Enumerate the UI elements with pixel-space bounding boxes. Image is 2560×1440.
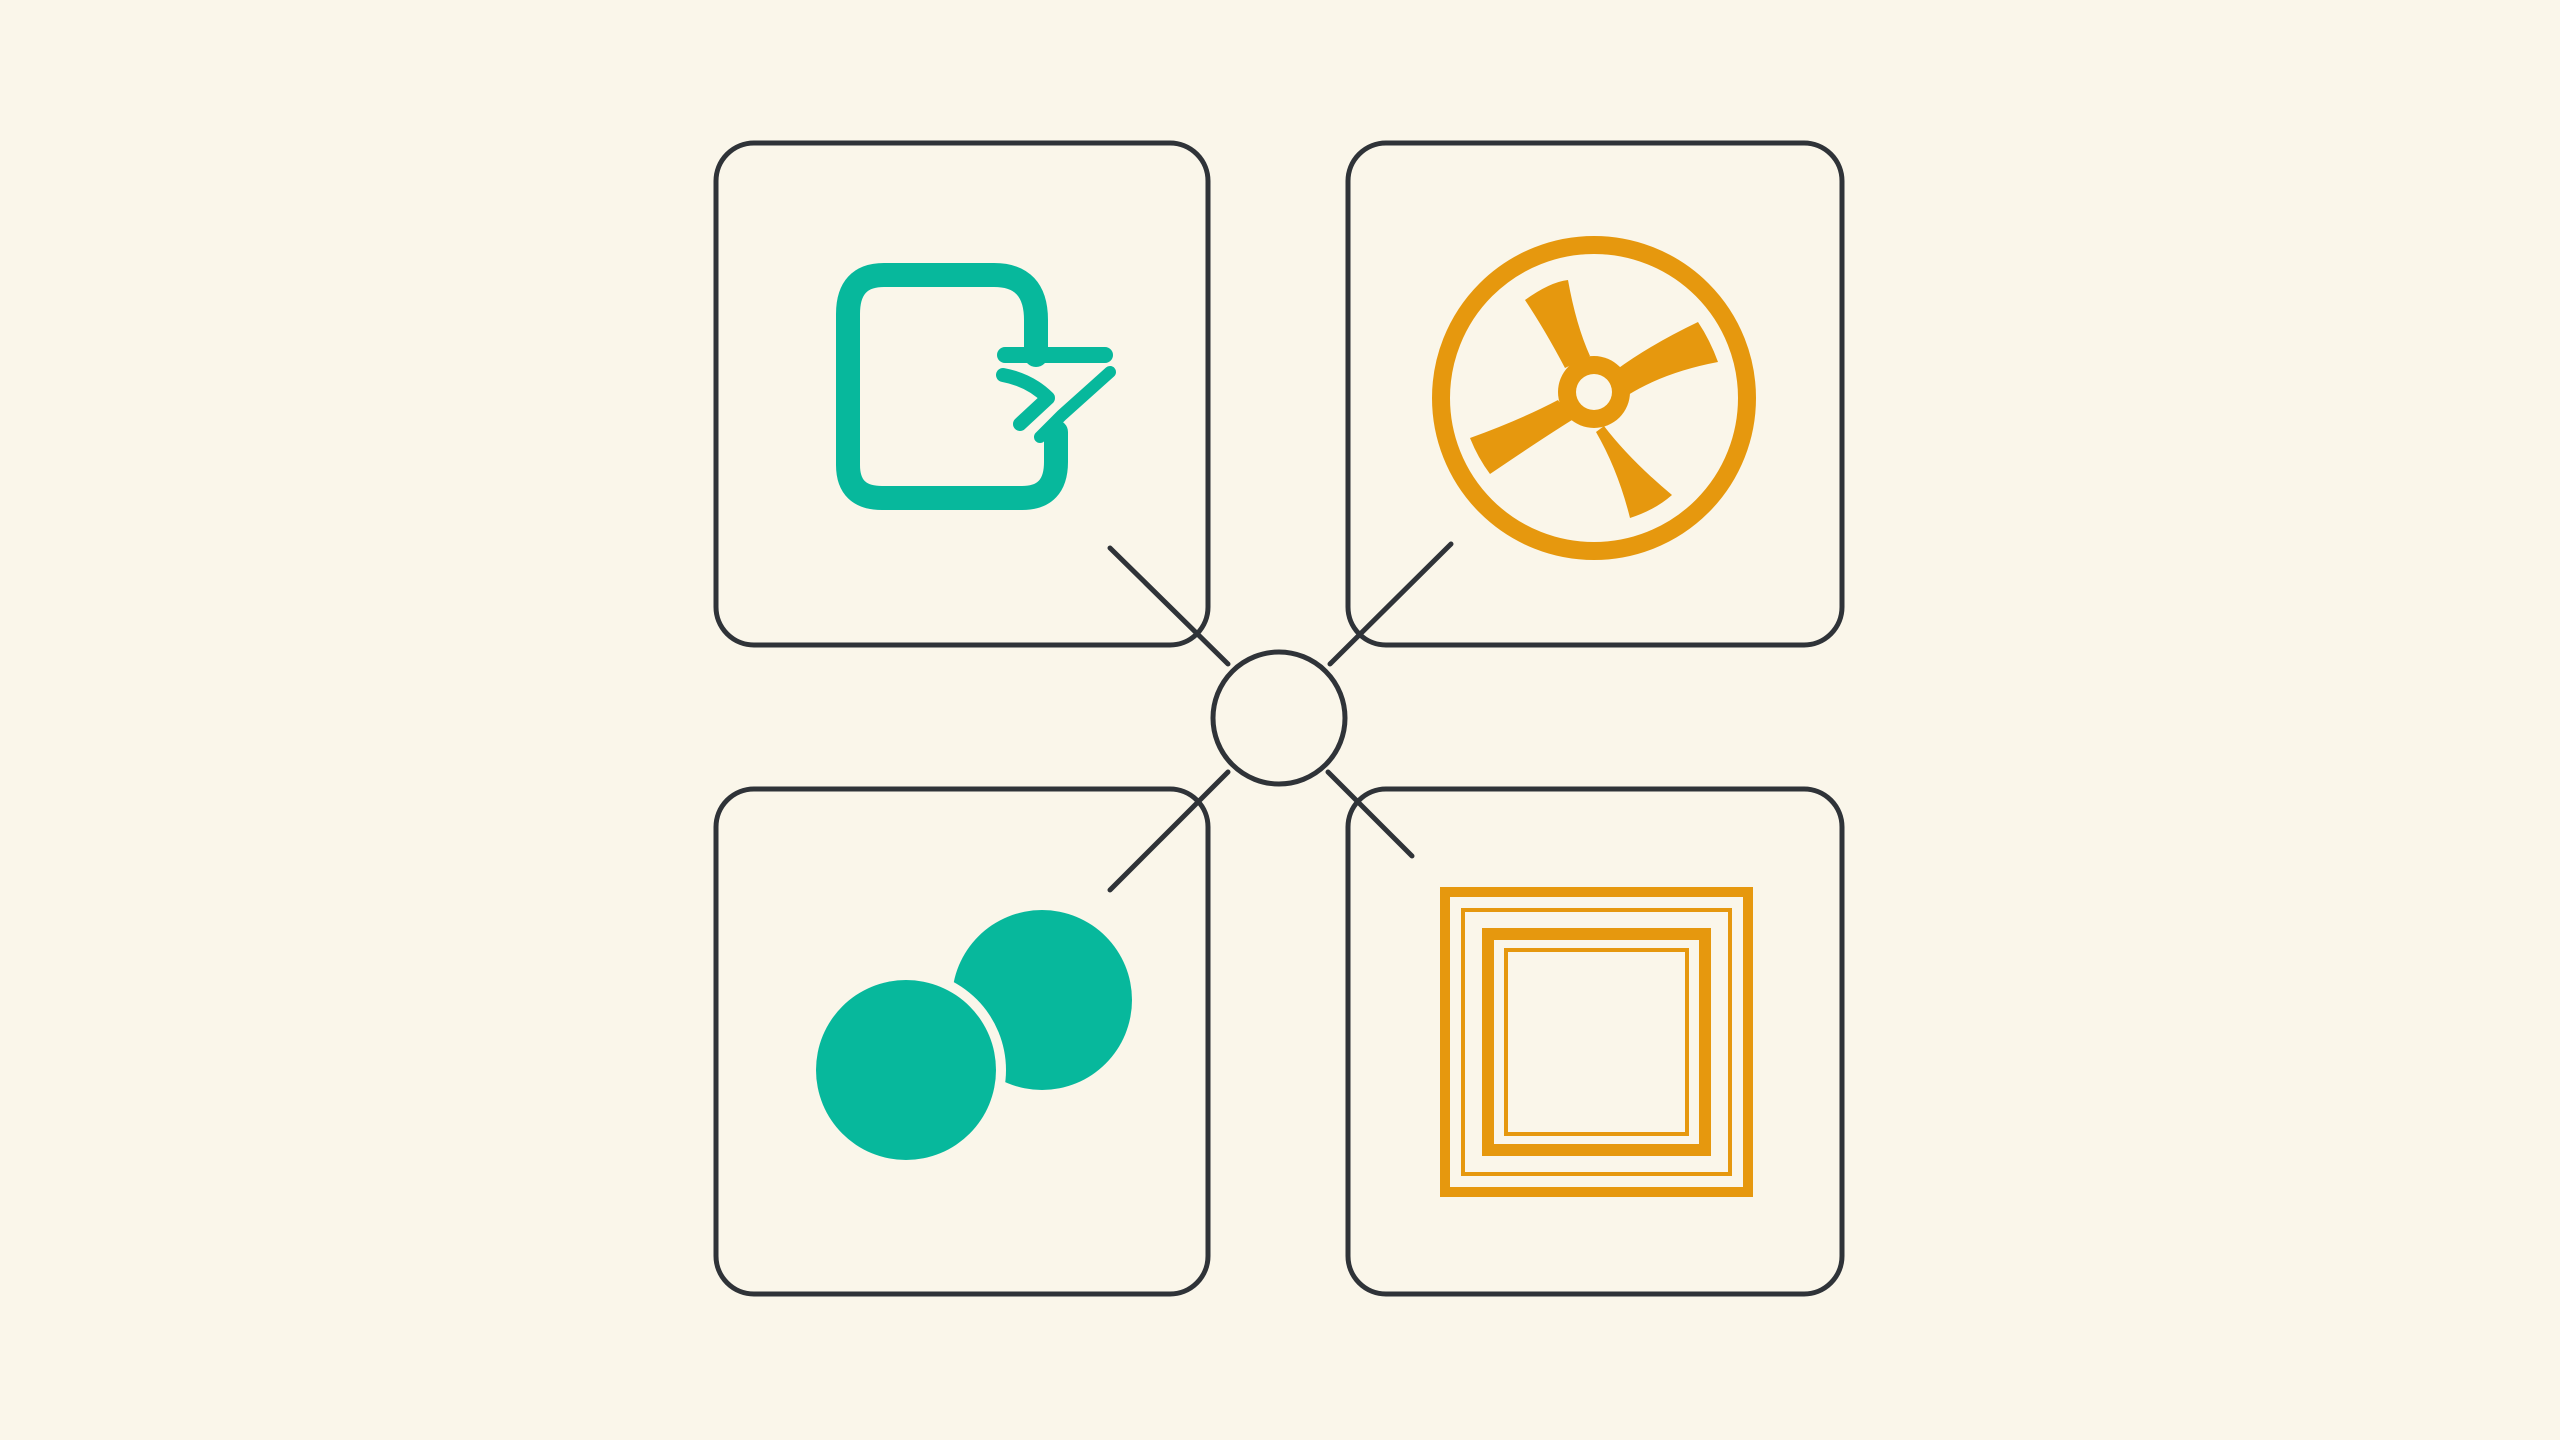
rotate-arrow-icon bbox=[836, 263, 1116, 510]
connector-top-left bbox=[1107, 545, 1231, 667]
tile-bottom-left[interactable] bbox=[713, 786, 1211, 1297]
nested-squares-icon bbox=[1440, 887, 1753, 1197]
connector-bottom-left bbox=[1107, 769, 1231, 893]
hub-circle-icon[interactable] bbox=[1210, 649, 1348, 787]
connector-top-right bbox=[1327, 541, 1454, 667]
fan-icon bbox=[1432, 236, 1756, 560]
tile-top-left[interactable] bbox=[713, 140, 1211, 648]
overlapping-circles-icon bbox=[806, 910, 1132, 1170]
tile-bottom-right[interactable] bbox=[1345, 786, 1845, 1297]
tile-frames bbox=[713, 140, 1845, 1297]
tile-top-right[interactable] bbox=[1345, 140, 1845, 648]
connector-lines bbox=[1107, 541, 1454, 893]
connector-bottom-right bbox=[1325, 769, 1415, 859]
